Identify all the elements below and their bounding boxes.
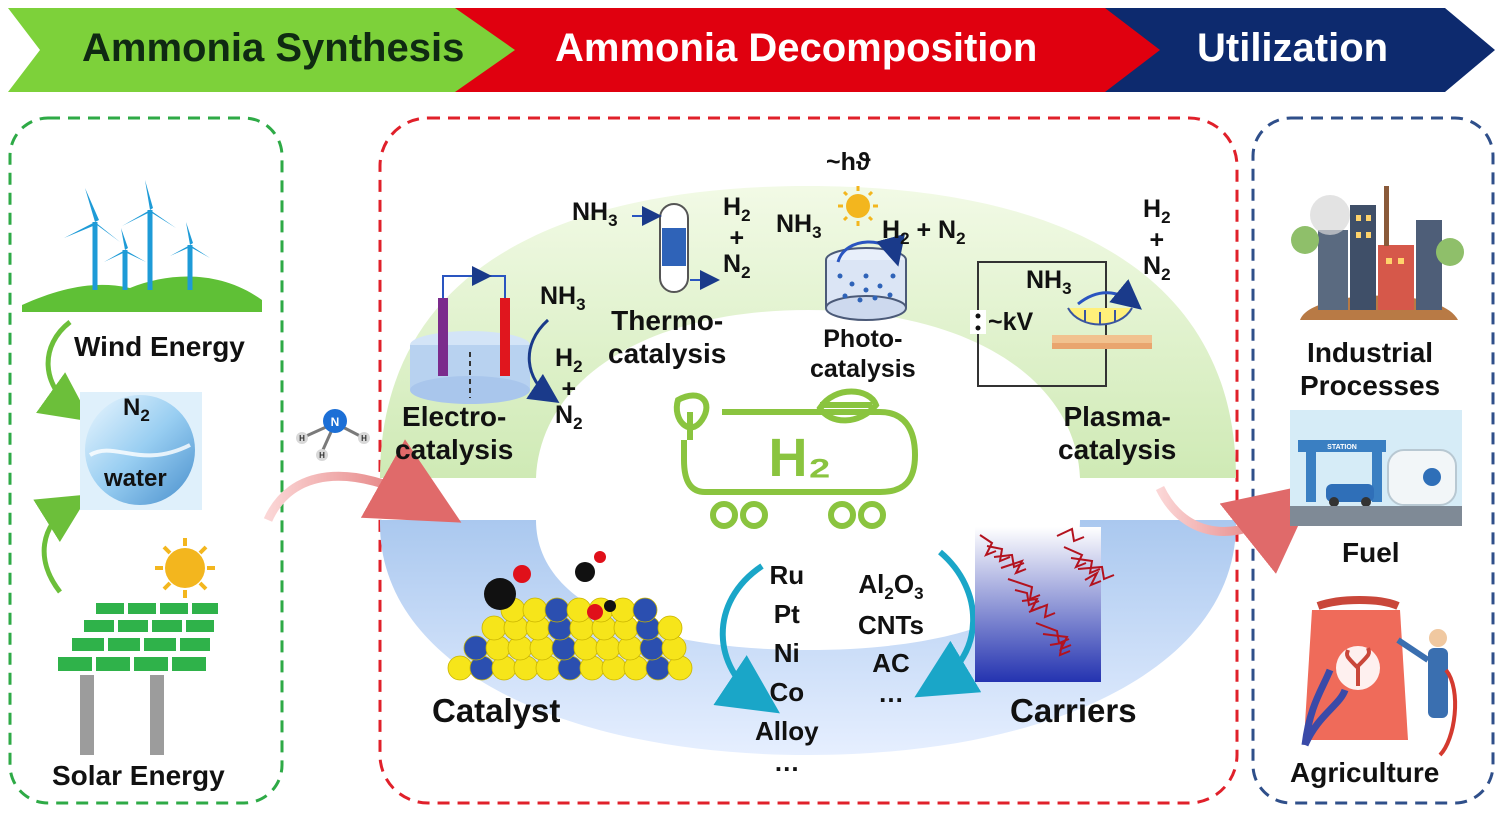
nh3-molecule-n: N	[331, 415, 340, 429]
fuel-station-illustration: STATION	[1290, 410, 1462, 526]
carrier-lattice-segment	[1056, 527, 1085, 543]
carriers-list: Al2O3 CNTs AC …	[858, 566, 924, 706]
carrier-lattice-segment	[1042, 633, 1072, 651]
agriculture-label: Agriculture	[1290, 757, 1440, 788]
upper-arch	[380, 186, 1236, 478]
catalyst-particle	[610, 597, 636, 623]
banner-decomposition-title: Ammonia Decomposition	[555, 26, 1038, 70]
adsorbate-molecules	[484, 551, 616, 620]
photo-products: H2 + N2	[882, 216, 966, 248]
flow-arrow-to-decomposition	[263, 439, 462, 523]
carrier-lattice-segment	[1084, 570, 1102, 587]
photocatalysis-label: Photo-catalysis	[810, 325, 916, 383]
catalyst-label: Catalyst	[432, 692, 561, 729]
plasma-nh3: NH3	[1026, 266, 1072, 298]
water-label: water	[104, 465, 167, 492]
plasma-products: H2+N2	[1143, 195, 1171, 285]
catalyst-particle	[481, 615, 507, 641]
carriers-label: Carriers	[1010, 692, 1137, 729]
plasma-voltage: ~kV	[988, 308, 1034, 336]
photo-nh3: NH3	[776, 210, 822, 242]
thermocatalysis-label: Thermo-catalysis	[608, 305, 727, 370]
n2-symbol: N	[123, 394, 141, 421]
al2o3-label: Al2O3	[858, 569, 924, 604]
nh3-molecule-h1: H	[299, 434, 305, 443]
carrier-lattice-segment	[1007, 578, 1041, 601]
banner-synthesis-title: Ammonia Synthesis	[82, 26, 465, 70]
h2-tank-label: H₂	[769, 428, 832, 488]
carrier-lattice-segment	[1028, 603, 1056, 619]
electro-nh3: NH3	[540, 282, 586, 314]
sun-icon	[838, 186, 878, 226]
carrier-structure-illustration	[975, 527, 1115, 682]
agriculture-illustration	[1301, 596, 1458, 757]
electrocatalysis-cell-illustration	[410, 266, 530, 404]
catalyst-particle	[463, 635, 489, 661]
electrocatalysis-label: Electro-catalysis	[395, 401, 514, 466]
nh3-molecule-icon: N H H H	[296, 409, 370, 461]
nh3-molecule-h2: H	[319, 451, 325, 460]
banner-utilization-arrow	[1105, 8, 1495, 92]
catalyst-particles-illustration	[447, 597, 693, 681]
h2-tank-logo	[673, 388, 919, 529]
station-sign: STATION	[1327, 444, 1357, 451]
thermo-products: H2+N2	[723, 193, 751, 283]
wind-energy-illustration	[22, 180, 262, 312]
carrier-lattice-segment	[1077, 565, 1115, 581]
n2-subscript: 2	[140, 405, 150, 425]
thermo-nh3: NH3	[572, 198, 618, 230]
carrier-lattice-segment	[1063, 546, 1087, 569]
water-wave-icon	[88, 443, 191, 458]
banner-utilization-title: Utilization	[1197, 26, 1389, 70]
solar-energy-label: Solar Energy	[52, 760, 225, 791]
carrier-lattice-segment	[1000, 559, 1027, 575]
metals-cycle-arrow	[713, 563, 780, 714]
banner-synthesis-arrow	[8, 8, 530, 92]
carrier-lattice-segment	[986, 545, 1011, 563]
banner-decomposition-arrow	[455, 8, 1168, 92]
photocatalysis-reactor-illustration	[825, 186, 907, 321]
thermocatalysis-reactor-illustration	[632, 203, 720, 293]
utilization-panel	[1251, 116, 1495, 805]
catalyst-particle	[657, 615, 683, 641]
lower-arch	[380, 520, 1236, 755]
carriers-cycle-arrow	[914, 549, 982, 698]
cycle-arrow-wind-to-n2	[36, 320, 92, 422]
electro-reaction-arrow	[526, 318, 560, 403]
carrier-lattice-segment	[1049, 641, 1071, 657]
catalyst-particle	[522, 597, 548, 623]
plant-icon	[1345, 647, 1371, 686]
n2-water-orb	[85, 395, 195, 505]
sun-icon	[155, 538, 215, 598]
electro-products: H2+N2	[555, 344, 583, 434]
flow-arrow-to-utilization	[1155, 482, 1319, 574]
nh3-molecule-h3: H	[361, 434, 367, 443]
photo-light: ~hϑ	[826, 148, 871, 176]
wind-energy-label: Wind Energy	[74, 331, 245, 362]
fuel-label: Fuel	[1342, 537, 1400, 568]
n2-label: N2	[123, 394, 150, 426]
catalyst-particle	[632, 597, 658, 623]
metals-list: Ru Pt Ni Co Alloy …	[755, 560, 819, 777]
industrial-processes-illustration	[1291, 186, 1464, 320]
cycle-arrow-solar-to-water	[33, 494, 89, 594]
catalyst-particle	[544, 597, 570, 623]
catalyst-particle	[447, 655, 473, 681]
carrier-lattice-segment	[979, 534, 997, 557]
solar-energy-illustration	[58, 538, 218, 755]
plasmacatalysis-reactor-illustration	[970, 261, 1152, 387]
sources-panel	[8, 116, 284, 805]
plasmacatalysis-label: Plasma-catalysis	[1058, 401, 1177, 466]
